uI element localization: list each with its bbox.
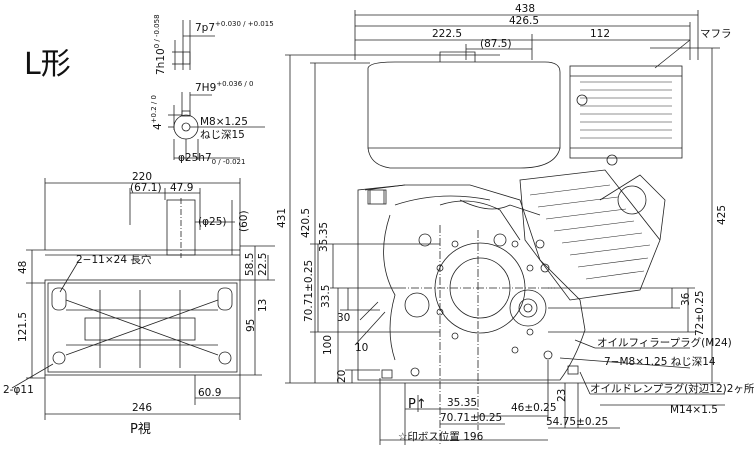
oil-drain-label: オイルドレンプラグ(対辺12)2ヶ所	[590, 383, 754, 395]
keyway-depth-label: 4+0.2 / 0	[150, 95, 164, 130]
dim-67-1: (67.1)	[130, 182, 162, 194]
dim-13: 13	[257, 298, 269, 312]
dim-222-5: 222.5	[432, 28, 463, 40]
key-height-label: 7h100 / -0.058	[153, 14, 167, 75]
dim-36: 36	[680, 292, 692, 306]
dim-33-5: 33.5	[320, 284, 332, 308]
dim-58-5: 58.5	[244, 252, 256, 276]
dim-60: (60)	[238, 210, 250, 232]
dim-425: 425	[716, 204, 728, 225]
drawing-title: L形	[24, 47, 71, 82]
dim-22-5: 22.5	[257, 252, 269, 276]
dim-112: 112	[590, 28, 611, 40]
dim-35-35-h: 35.35	[447, 397, 478, 409]
dim-70-71-h: 70.71±0.25	[440, 412, 503, 424]
dim-35-35-v: 35.35	[318, 221, 330, 252]
shaft-section-detail	[168, 92, 265, 160]
dim-10: 10	[355, 342, 369, 354]
dim-246: 246	[132, 402, 153, 414]
dim-438: 438	[515, 3, 536, 15]
drain-thread-label: M14×1.5	[670, 404, 718, 416]
engine-front-view	[285, 10, 725, 445]
hole-note: 2-φ11	[3, 384, 34, 396]
key-width-label: 7p7+0.030 / +0.015	[195, 20, 274, 34]
dim-100: 100	[322, 334, 334, 355]
dim-220: 220	[132, 171, 153, 183]
dim-431: 431	[276, 207, 288, 228]
dim-54-75: 54.75±0.25	[546, 416, 609, 428]
oil-filler-label: オイルフィラープラグ(M24)	[597, 337, 732, 349]
view-label: P視	[130, 422, 151, 437]
dim-95: 95	[245, 318, 257, 332]
dim-20: 20	[336, 369, 348, 383]
dim-23: 23	[556, 388, 568, 402]
shaft-diameter-label: φ25h70 / -0.021	[178, 152, 246, 166]
boss-position-label: ☆印ボス位置 196	[398, 431, 484, 443]
thread-label: M8×1.25	[200, 116, 248, 128]
base-view	[11, 178, 275, 420]
dim-phi25: (φ25)	[198, 216, 227, 228]
dim-426-5: 426.5	[509, 15, 540, 27]
thread-note-label: 7−M8×1.25 ねじ深14	[604, 356, 716, 368]
dim-70-71-v: 70.71±0.25	[303, 259, 315, 322]
dim-72: 72±0.25	[694, 290, 706, 336]
dim-47-9: 47.9	[170, 182, 194, 194]
thread-depth-label: ねじ深15	[200, 129, 245, 141]
slot-note: 2−11×24 長穴	[76, 254, 152, 266]
dim-60-9: 60.9	[198, 387, 222, 399]
dim-46: 46±0.25	[511, 402, 557, 414]
dim-420-5: 420.5	[300, 207, 312, 238]
dim-87-5: (87.5)	[480, 38, 512, 50]
dim-48: 48	[17, 260, 29, 274]
dim-30: 30	[337, 312, 351, 324]
keyway-label: 7H9+0.036 / 0	[195, 80, 254, 94]
dim-121-5: 121.5	[17, 311, 29, 342]
p-marker: P↑	[408, 397, 427, 412]
shaft-key-detail	[172, 20, 215, 70]
muffler-label: マフラ	[700, 28, 732, 40]
